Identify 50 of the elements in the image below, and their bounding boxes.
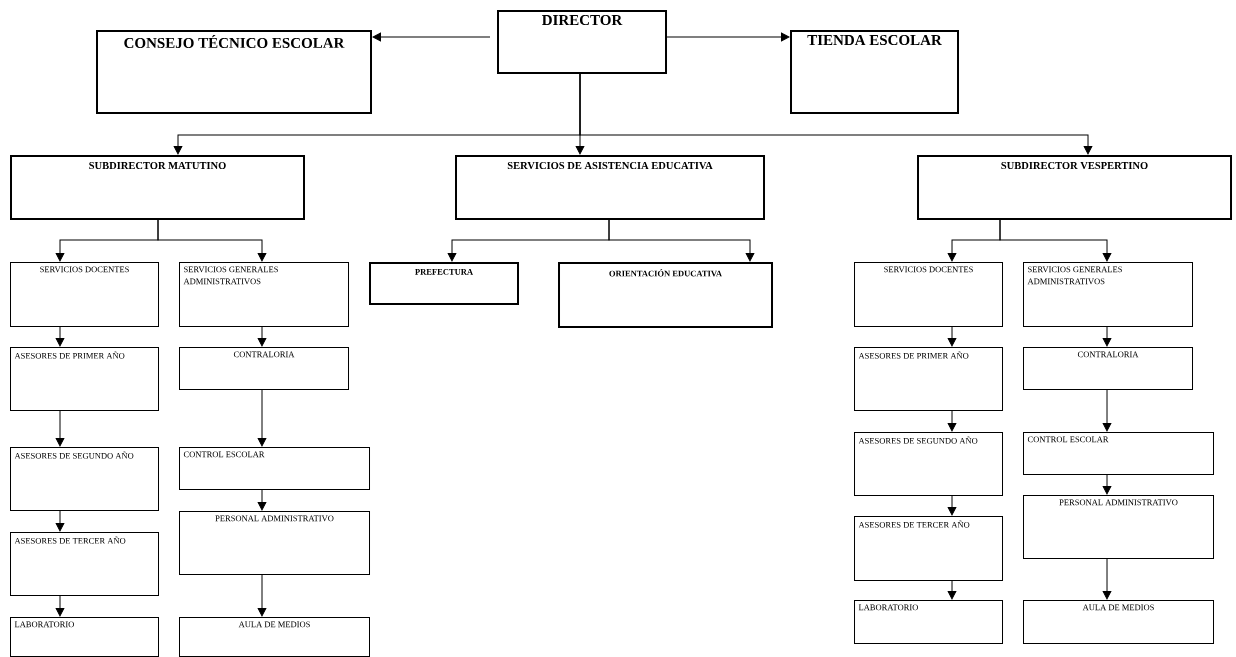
org-box: LABORATORIO [854,600,1003,644]
arrow [1102,325,1112,347]
org-box: SERVICIOS DOCENTES [10,262,159,327]
org-box: SERVICIOS DE ASISTENCIA EDUCATIVA [455,155,765,220]
arrow [999,217,1112,262]
org-box: SUBDIRECTOR VESPERTINO [917,155,1232,220]
arrow [1102,557,1112,600]
arrow [257,325,267,347]
org-box: TIENDA ESCOLAR [790,30,959,114]
org-box: AULA DE MEDIOS [1023,600,1214,644]
arrow [257,488,267,511]
org-box: CONTROL ESCOLAR [179,447,370,490]
org-box: ASESORES DE SEGUNDO AÑO [854,432,1003,496]
arrow [1102,388,1112,432]
org-box: ORIENTACIÓN EDUCATIVA [558,262,773,328]
org-box: ASESORES DE PRIMER AÑO [854,347,1003,411]
arrow [257,388,267,447]
arrow [608,217,755,262]
org-box: SUBDIRECTOR MATUTINO [10,155,305,220]
org-box: ASESORES DE TERCER AÑO [10,532,159,596]
arrow [947,494,957,516]
org-box: CONTRALORIA [1023,347,1193,390]
arrow [947,325,957,347]
arrow [55,594,65,617]
org-box: ASESORES DE PRIMER AÑO [10,347,159,411]
org-box: PERSONAL ADMINISTRATIVO [1023,495,1214,559]
org-box: SERVICIOS GENERALES ADMINISTRATIVOS [179,262,349,327]
arrow [55,509,65,532]
org-box: PERSONAL ADMINISTRATIVO [179,511,370,575]
arrow [55,325,65,347]
org-box: LABORATORIO [10,617,159,657]
arrow [947,409,957,432]
arrow [257,573,267,617]
org-box: DIRECTOR [497,10,667,74]
org-box: PREFECTURA [369,262,519,305]
arrow [1102,473,1112,495]
org-box: ASESORES DE SEGUNDO AÑO [10,447,159,511]
arrow [579,71,1093,155]
org-box: CONTROL ESCOLAR [1023,432,1214,475]
arrow [55,409,65,447]
arrow [947,579,957,600]
org-box: SERVICIOS DOCENTES [854,262,1003,327]
org-box: CONTRALORIA [179,347,349,390]
org-box: CONSEJO TÉCNICO ESCOLAR [96,30,372,114]
arrow [372,32,491,42]
org-box: ASESORES DE TERCER AÑO [854,516,1003,581]
arrow [157,217,267,262]
arrow [666,32,790,42]
org-box: AULA DE MEDIOS [179,617,370,657]
org-box: SERVICIOS GENERALES ADMINISTRATIVOS [1023,262,1193,327]
